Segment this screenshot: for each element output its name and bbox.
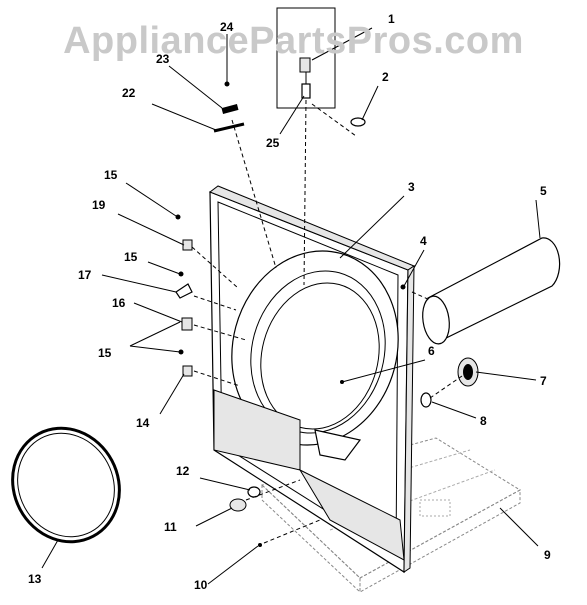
callout-25: 25 bbox=[266, 136, 280, 150]
callout-23: 23 bbox=[156, 52, 170, 66]
callout-22: 22 bbox=[122, 86, 136, 100]
plug-2 bbox=[350, 117, 366, 127]
left-fasteners bbox=[175, 214, 193, 377]
callout-16: 16 bbox=[112, 296, 126, 310]
callout-9: 9 bbox=[544, 548, 551, 562]
callout-8: 8 bbox=[480, 414, 487, 428]
callout-19: 19 bbox=[92, 198, 106, 212]
callout-10: 10 bbox=[194, 578, 208, 592]
callout-13: 13 bbox=[28, 572, 42, 586]
latch-parts bbox=[213, 81, 245, 133]
pulley bbox=[457, 357, 479, 387]
alignment-lines bbox=[191, 99, 463, 544]
callout-4: 4 bbox=[420, 234, 427, 248]
lower-panel bbox=[213, 389, 405, 561]
drum-cylinder bbox=[422, 237, 561, 345]
callout-15-top: 15 bbox=[104, 168, 118, 182]
callout-1: 1 bbox=[388, 12, 395, 26]
callout-15-middle: 15 bbox=[124, 250, 138, 264]
callout-7: 7 bbox=[540, 374, 547, 388]
washer bbox=[420, 392, 432, 408]
callout-24: 24 bbox=[220, 20, 234, 34]
callout-17: 17 bbox=[78, 268, 92, 282]
door-opening-ring bbox=[231, 250, 399, 446]
callout-3: 3 bbox=[408, 180, 415, 194]
leader-lines bbox=[41, 27, 541, 585]
callout-12: 12 bbox=[176, 464, 190, 478]
callout-14: 14 bbox=[136, 416, 150, 430]
callout-15-lower: 15 bbox=[98, 346, 112, 360]
switch-inset bbox=[276, 7, 336, 109]
callout-6: 6 bbox=[428, 344, 435, 358]
bottom-fasteners bbox=[229, 486, 262, 547]
drive-belt bbox=[11, 426, 121, 544]
callout-2: 2 bbox=[382, 70, 389, 84]
callout-11: 11 bbox=[164, 520, 177, 534]
callout-5: 5 bbox=[540, 184, 547, 198]
